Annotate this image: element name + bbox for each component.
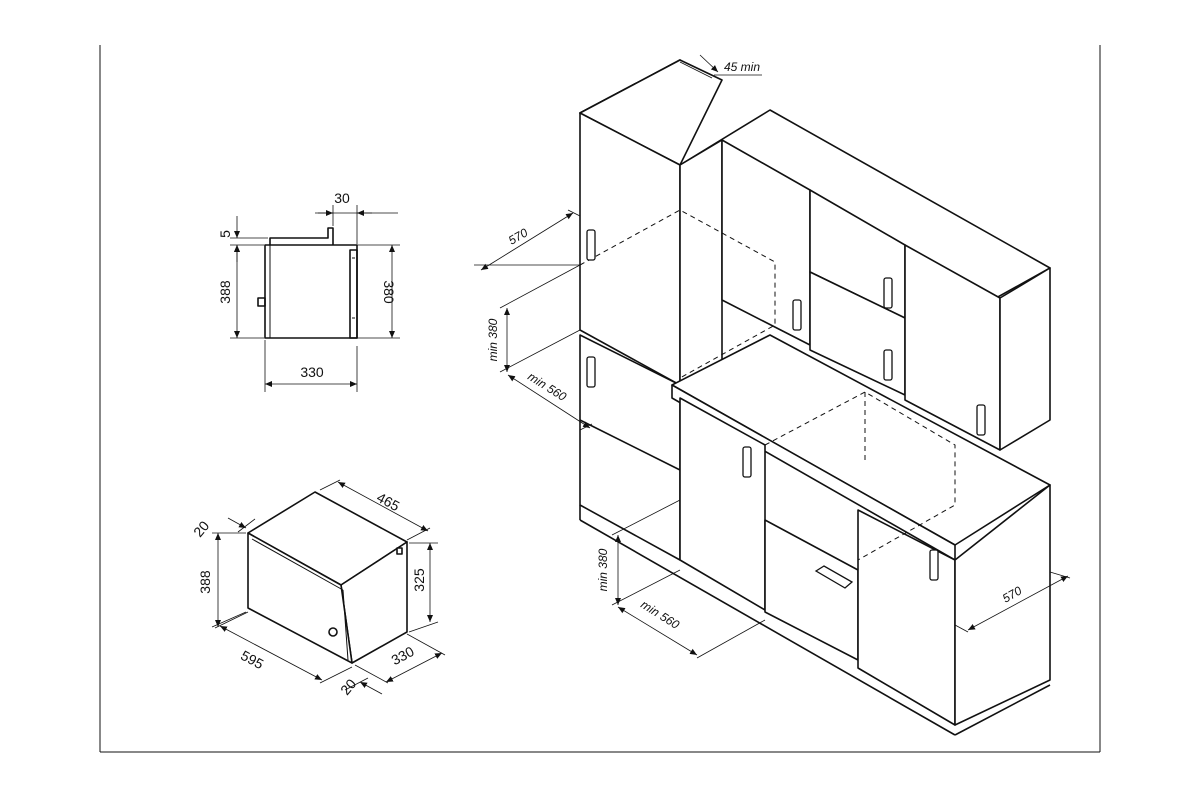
front-dim-body-depth: 330 — [389, 643, 417, 668]
install-dim-wall-depth: 570 — [506, 225, 531, 247]
install-dim-gap-top: 45 min — [724, 60, 760, 74]
install-dim-base-width: min 560 — [638, 597, 682, 632]
side-dim-height-inner: 380 — [381, 280, 397, 304]
front-dim-bottom-frame: 20 — [337, 676, 359, 698]
front-dim-height: 388 — [197, 570, 213, 594]
front-dim-width: 595 — [238, 647, 266, 672]
install-dim-wall-height: min 380 — [486, 318, 500, 361]
front-dim-top-depth: 465 — [374, 489, 402, 514]
side-dim-depth: 330 — [300, 364, 324, 380]
front-view-drawing — [211, 479, 446, 695]
side-dim-top-offset: 30 — [334, 190, 350, 206]
installation-drawing — [474, 54, 1071, 736]
front-dim-body-height: 325 — [411, 568, 427, 592]
side-dim-trim: 5 — [217, 230, 233, 238]
install-dim-base-height: min 380 — [596, 548, 610, 591]
install-dim-wall-width: min 560 — [525, 369, 569, 404]
front-dim-frame: 20 — [190, 518, 212, 540]
side-dim-height-outer: 388 — [217, 280, 233, 304]
side-view-drawing — [230, 205, 400, 392]
